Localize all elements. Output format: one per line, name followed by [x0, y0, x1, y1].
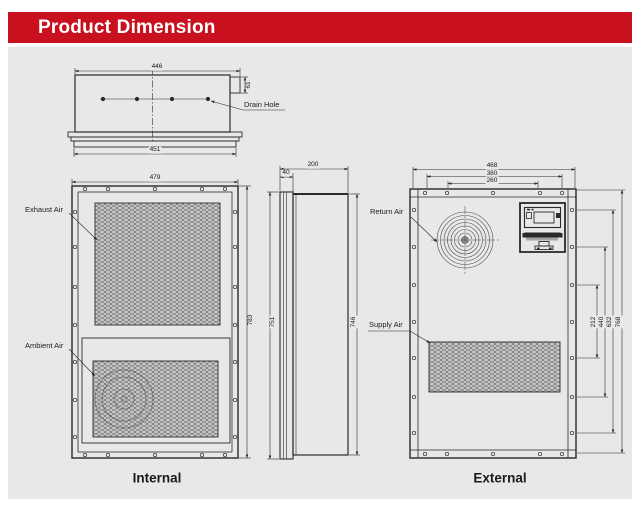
- dim-top-width: 446: [150, 62, 164, 71]
- dim-external-width-mid: 380: [485, 169, 499, 177]
- ambient-air-label: Ambient Air: [25, 341, 64, 350]
- dim-top-notch: 61: [244, 80, 253, 90]
- dim-side-depth: 200: [306, 160, 320, 169]
- dim-internal-height: 783: [246, 313, 255, 327]
- exhaust-air-label: Exhaust Air: [25, 205, 63, 214]
- dim-external-width-outer: 468: [485, 161, 499, 170]
- dim-external-width-inner: 260: [485, 176, 499, 185]
- dim-external-right-632: 632: [605, 315, 614, 329]
- page-title: Product Dimension: [38, 16, 216, 38]
- dim-side-flange: 40: [281, 168, 291, 177]
- section-header: Product Dimension: [8, 12, 632, 43]
- dim-external-right-440: 440: [597, 315, 606, 329]
- dim-internal-width: 479: [148, 173, 162, 182]
- dim-external-right-212: 212: [589, 315, 598, 329]
- dim-top-base-width: 451: [148, 145, 162, 154]
- external-caption: External: [473, 470, 527, 486]
- internal-caption: Internal: [132, 470, 182, 486]
- supply-air-label: Supply Air: [369, 320, 403, 329]
- dim-external-right-768: 768: [614, 315, 623, 329]
- drain-hole-label: Drain Hole: [244, 100, 280, 109]
- dim-side-height-right: 746: [349, 315, 358, 329]
- return-air-label: Return Air: [370, 207, 404, 216]
- dim-side-height-left: 751: [268, 315, 277, 329]
